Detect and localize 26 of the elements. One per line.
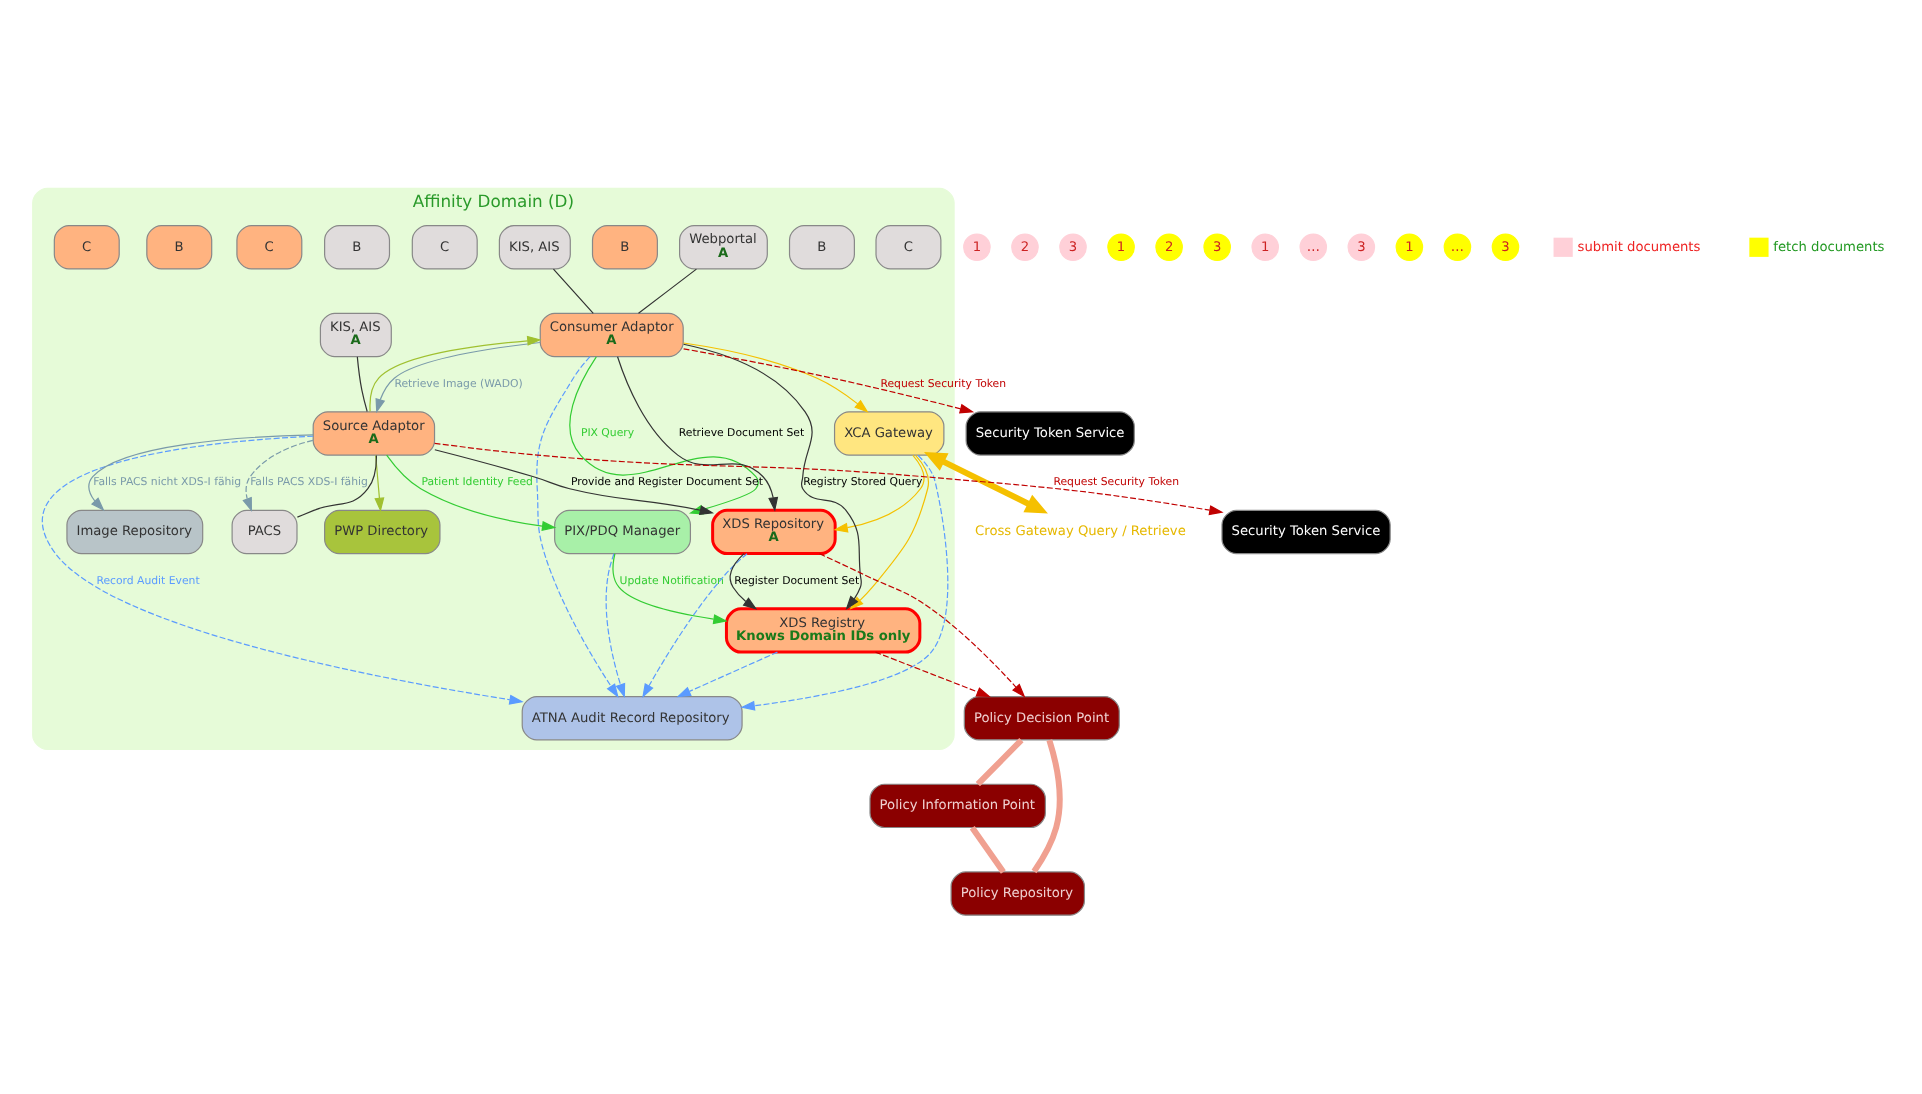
connector [1031,739,1063,874]
connector [296,454,377,518]
arrow [642,553,748,699]
connector [969,826,1006,874]
arrow [536,356,619,698]
arrow [818,553,1026,698]
arrow [729,553,758,610]
arrow [740,454,949,711]
arrow [42,435,524,705]
arrow [386,454,557,531]
connector [552,268,594,314]
arrow [612,553,728,625]
connector [975,737,1024,787]
arrow [242,439,314,512]
arrow [682,342,869,413]
arrow [874,651,991,698]
connector [356,356,368,413]
arrow [676,651,778,698]
connector [637,268,697,314]
arrow [924,451,1048,514]
arrow [683,348,975,414]
arrow [605,553,626,699]
arrow [616,356,779,512]
arrow [833,454,925,533]
arrow [88,434,314,512]
arrow [374,454,385,513]
